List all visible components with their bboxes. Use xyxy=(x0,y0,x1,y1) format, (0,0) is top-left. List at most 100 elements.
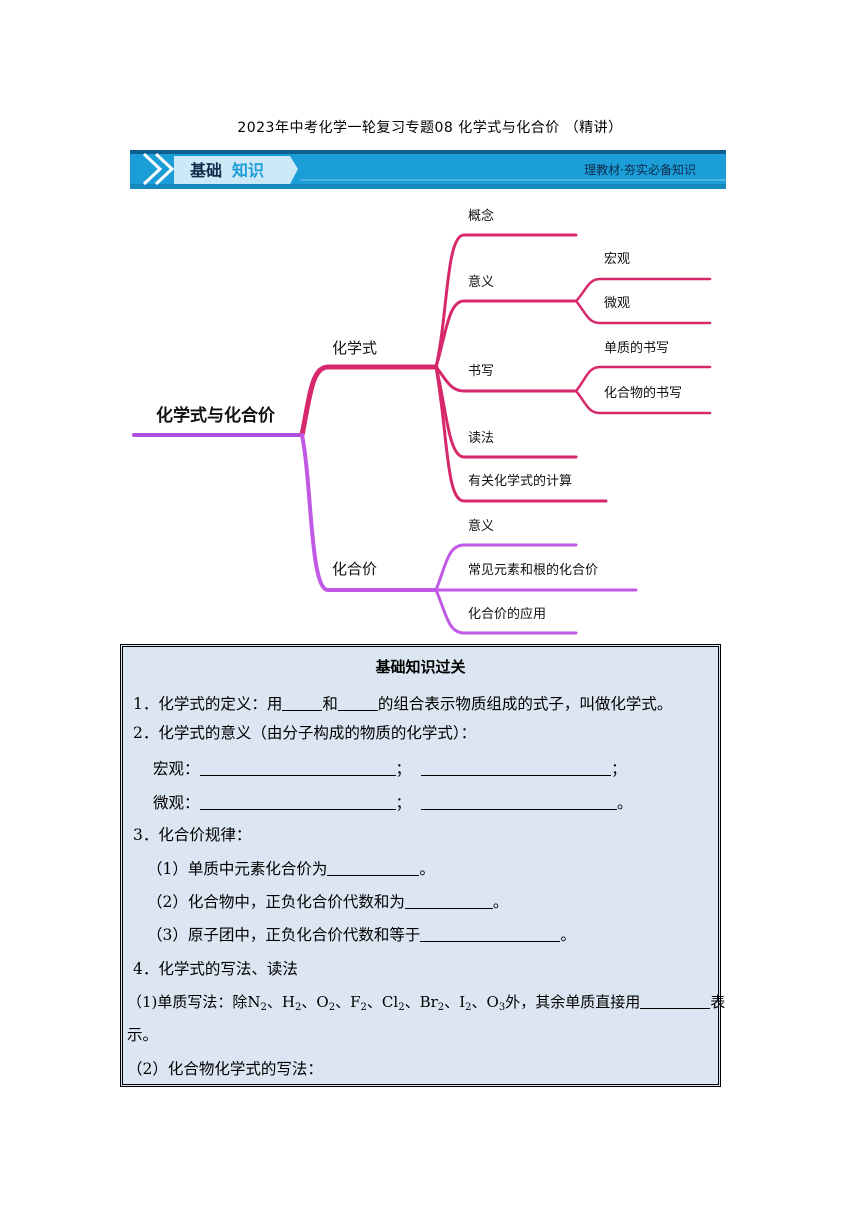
line-valence-rules: 3．化合价规律： xyxy=(133,826,252,844)
b1-calc-label: 有关化学式的计算 xyxy=(468,473,572,489)
line1-suffix: 的组合表示物质组成的式子，叫做化学式。 xyxy=(377,695,673,713)
b2-meaning-label: 意义 xyxy=(468,518,494,534)
fill-blank[interactable] xyxy=(640,992,711,1009)
chemical-formula: O2 xyxy=(316,993,336,1013)
line10-end: 表 xyxy=(710,993,726,1011)
formula-separator: 、 xyxy=(335,993,351,1011)
formula-separator: 、 xyxy=(266,993,282,1011)
line10-prefix: （1)单质写法：除 xyxy=(127,993,248,1011)
formula-subscript: 2 xyxy=(328,1002,336,1013)
chemical-formula: Cl2 xyxy=(381,993,405,1013)
line6-prefix: （1）单质中元素化合价为 xyxy=(147,860,328,878)
formula-element: F xyxy=(350,993,361,1011)
chemical-formula: O3 xyxy=(486,993,506,1013)
line-valence-3: （3）原子团中，正负化合价代数和等于 。 xyxy=(147,923,576,945)
formula-subscript: 2 xyxy=(260,1002,267,1013)
line3-sep: ； xyxy=(395,760,412,778)
chevron-icon xyxy=(142,152,175,186)
b2-common-label: 常见元素和根的化合价 xyxy=(468,562,598,578)
trunk-branch2 xyxy=(300,433,438,592)
b1-line-concept xyxy=(434,233,578,369)
line8-prefix: （3）原子团中，正负化合价代数和等于 xyxy=(147,926,421,944)
formula-element: N xyxy=(247,993,261,1011)
formula-subscript: 2 xyxy=(295,1002,302,1013)
line10-middle: 外，其余单质直接用 xyxy=(505,993,641,1011)
section-banner: 基础 知识 理教材·夯实必备知识 xyxy=(130,150,726,189)
mindmap-root-label: 化学式与化合价 xyxy=(156,405,276,426)
line-writing-reading: 4．化学式的写法、读法 xyxy=(133,960,298,978)
formula-element: H xyxy=(281,993,296,1011)
line-valence-2: （2）化合物中，正负化合价代数和为。 xyxy=(147,890,508,912)
fill-blank[interactable] xyxy=(421,793,618,810)
chemical-formula: Br2 xyxy=(419,993,445,1013)
formula-subscript: 2 xyxy=(465,1002,472,1013)
fill-blank[interactable] xyxy=(420,925,561,942)
writing-line-compound xyxy=(574,389,712,415)
formula-subscript: 2 xyxy=(437,1002,445,1013)
formula-element: O xyxy=(486,993,499,1011)
branch2-label: 化合价 xyxy=(332,560,377,578)
chemical-formula: F2 xyxy=(350,993,367,1013)
line-continuation: 示。 xyxy=(127,1026,159,1044)
b1-line-writing xyxy=(434,365,578,393)
document-title: 2023年中考化学一轮复习专题08 化学式与化合价 （精讲） xyxy=(237,120,623,136)
fill-blank[interactable] xyxy=(199,759,396,776)
trunk-branch1 xyxy=(299,364,439,438)
meaning-line-macro xyxy=(574,277,712,303)
b2-application-label: 化合价的应用 xyxy=(468,606,546,622)
fill-blank[interactable] xyxy=(282,694,323,711)
fill-blank[interactable] xyxy=(404,892,493,909)
banner-graphic: 基础 知识 理教材·夯实必备知识 xyxy=(130,150,726,189)
line-macro: 宏观：；； xyxy=(153,757,627,779)
formula-element: O xyxy=(316,993,329,1011)
branch1-label: 化学式 xyxy=(332,339,377,357)
b2-line-meaning xyxy=(434,543,578,592)
b1-line-calc xyxy=(434,365,608,503)
meaning-micro-label: 微观 xyxy=(604,296,630,311)
line1-mid: 和 xyxy=(322,695,338,713)
chemical-formula: H2 xyxy=(281,993,302,1013)
line4-prefix: 微观： xyxy=(153,794,200,812)
writing-element-label: 单质的书写 xyxy=(604,340,669,356)
formula-separator: 、 xyxy=(404,993,420,1011)
formula-element: Cl xyxy=(381,993,399,1011)
formula-element: I xyxy=(459,993,466,1011)
line4-end: 。 xyxy=(617,794,633,812)
b1-reading-label: 读法 xyxy=(468,431,494,446)
line-meaning-heading: 2．化学式的意义（由分子构成的物质的化学式）： xyxy=(133,724,477,742)
b1-line-meaning xyxy=(434,299,578,369)
writing-line-element xyxy=(574,365,712,393)
line6-end: 。 xyxy=(419,860,435,878)
fill-blank[interactable] xyxy=(199,793,396,810)
b1-writing-label: 书写 xyxy=(468,364,494,379)
b1-concept-label: 概念 xyxy=(468,208,494,224)
mind-map-svg: 化学式与化合价 化学式 化合价 概念 意义 书写 读法 有关化学式的计算 宏观 … xyxy=(132,208,712,635)
line1-prefix: 1．化学式的定义：用 xyxy=(133,695,283,713)
formula-list: N2、H2、O2、F2、Cl2、Br2、I2、O3 xyxy=(247,993,506,1013)
line-definition: 1．化学式的定义：用 和 的组合表示物质组成的式子，叫做化学式。 xyxy=(133,692,672,714)
banner-label-part1: 基础 xyxy=(189,161,222,180)
b2-line-application xyxy=(434,588,578,635)
chemical-formula: I2 xyxy=(459,993,472,1013)
line-valence-1: （1）单质中元素化合价为 。 xyxy=(147,857,435,879)
formula-subscript: 2 xyxy=(360,1002,367,1013)
b1-line-reading xyxy=(434,365,578,459)
formula-subscript: 3 xyxy=(498,1002,506,1013)
formula-element: Br xyxy=(419,993,438,1011)
banner-tagline: 理教材·夯实必备知识 xyxy=(584,162,696,177)
fill-blank[interactable] xyxy=(337,694,378,711)
fill-blank[interactable] xyxy=(327,859,420,876)
formula-separator: 、 xyxy=(444,993,460,1011)
line8-end: 。 xyxy=(560,926,576,944)
b1-meaning-label: 意义 xyxy=(468,274,494,290)
line7-prefix: （2）化合物中，正负化合价代数和为 xyxy=(147,893,405,911)
fill-blank[interactable] xyxy=(421,759,612,776)
line3-end: ； xyxy=(611,760,627,778)
box-title: 基础知识过关 xyxy=(375,658,466,676)
mind-map: 化学式与化合价 化学式 化合价 概念 意义 书写 读法 有关化学式的计算 宏观 … xyxy=(130,195,730,644)
line-micro: 微观：；。 xyxy=(153,791,633,813)
writing-compound-label: 化合物的书写 xyxy=(604,385,682,401)
meaning-macro-label: 宏观 xyxy=(604,252,630,267)
knowledge-check-box: 基础知识过关 1．化学式的定义：用 和 的组合表示物质组成的式子，叫做化学式。 2．… xyxy=(120,644,725,1087)
line-element-writing: （1)单质写法：除N2、H2、O2、F2、Cl2、Br2、I2、O3外，其余单质… xyxy=(127,991,726,1013)
